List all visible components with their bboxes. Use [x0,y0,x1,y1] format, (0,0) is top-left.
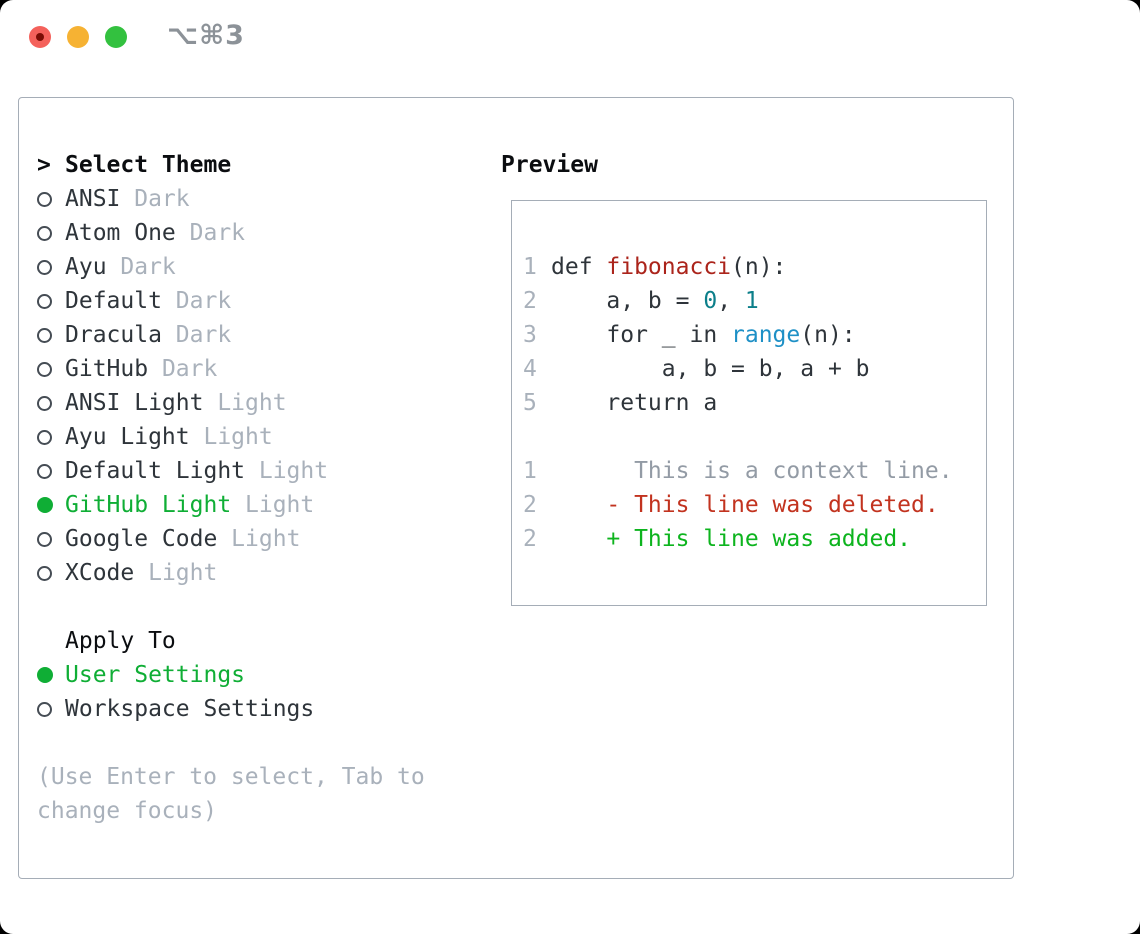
select-theme-header: > Select Theme [37,148,497,182]
preview-code-line [523,420,953,454]
preview-code-line: 3 for _ in range(n): [523,318,953,352]
preview-code-line: 2 a, b = 0, 1 [523,284,953,318]
theme-option[interactable]: Dracula Dark [37,318,497,352]
option-label: Ayu [65,254,107,280]
line-number: 1 [523,254,537,280]
line-number [523,420,551,454]
theme-option[interactable]: Ayu Light Light [37,420,497,454]
option-label: XCode [65,560,135,586]
theme-option[interactable]: ANSI Light Light [37,386,497,420]
theme-option[interactable]: Google Code Light [37,522,497,556]
theme-variant-tag: Dark [175,220,246,246]
close-button-dot-icon [36,33,44,41]
spacer-row [37,590,497,624]
select-theme-title: Select Theme [65,152,232,178]
theme-option[interactable]: Default Light Light [37,454,497,488]
radio-unselected-icon [37,463,52,479]
theme-variant-tag: Dark [161,288,232,314]
radio-unselected-icon [37,327,52,343]
line-number: 1 [523,458,537,484]
zoom-button[interactable] [105,26,127,48]
option-label: Default Light [65,458,246,484]
theme-option[interactable]: XCode Light [37,556,497,590]
option-label: ANSI Light [65,390,204,416]
radio-unselected-icon [37,225,52,241]
theme-variant-tag: Dark [120,186,190,212]
theme-variant-tag: Light [189,424,273,450]
radio-unselected-icon [37,361,52,377]
theme-variant-tag: Light [245,458,329,484]
help-text-line: change focus) [37,798,218,824]
radio-selected-icon [37,667,53,683]
line-number: 3 [523,322,537,348]
line-number: 2 [523,526,537,552]
option-label: ANSI [65,186,121,212]
theme-option[interactable]: ANSI Dark [37,182,497,216]
line-number: 4 [523,356,537,382]
theme-variant-tag: Light [134,560,218,586]
line-number: 2 [523,288,537,314]
radio-unselected-icon [37,701,52,717]
radio-selected-icon [37,497,53,513]
radio-unselected-icon [37,429,52,445]
radio-unselected-icon [37,531,52,547]
theme-option[interactable]: Ayu Dark [37,250,497,284]
keyboard-shortcut-hint: ⌥⌘3 [167,20,245,51]
close-button[interactable] [29,26,51,48]
help-text-line: (Use Enter to select, Tab to [37,764,425,790]
preview-code-line: 2 + This line was added. [523,522,953,556]
theme-option[interactable]: GitHub Light Light [37,488,497,522]
theme-variant-tag: Light [203,390,287,416]
theme-option[interactable]: Atom One Dark [37,216,497,250]
radio-unselected-icon [37,395,52,411]
preview-code-line: 2 - This line was deleted. [523,488,953,522]
theme-variant-tag: Dark [148,356,218,382]
theme-option[interactable]: GitHub Dark [37,352,497,386]
line-number: 5 [523,390,537,416]
radio-unselected-icon [37,191,52,207]
option-label: Google Code [65,526,218,552]
radio-unselected-icon [37,565,52,581]
option-label: GitHub [65,356,149,382]
apply-to-option[interactable]: User Settings [37,658,497,692]
minimize-button[interactable] [67,26,89,48]
apply-to-header: Apply To [37,624,497,658]
radio-unselected-icon [37,259,52,275]
option-label: User Settings [65,662,246,688]
option-label: Dracula [65,322,162,348]
preview-code-line: 1 This is a context line. [523,454,953,488]
theme-variant-tag: Dark [161,322,232,348]
option-label: Ayu Light [65,424,190,450]
option-label: Workspace Settings [65,696,315,722]
cursor-marker: > [37,152,51,178]
radio-unselected-icon [37,293,52,309]
theme-variant-tag: Light [231,492,315,518]
option-label: GitHub Light [65,492,232,518]
apply-to-title: Apply To [65,628,176,654]
spacer-row [37,726,497,760]
theme-option[interactable]: Default Dark [37,284,497,318]
help-text: (Use Enter to select, Tab to change focus… [37,760,497,828]
theme-variant-tag: Light [217,526,301,552]
option-label: Atom One [65,220,176,246]
apply-to-option[interactable]: Workspace Settings [37,692,497,726]
preview-code-line: 4 a, b = b, a + b [523,352,953,386]
preview-code-line: 5 return a [523,386,953,420]
preview-title: Preview [501,152,598,178]
option-label: Default [65,288,162,314]
theme-variant-tag: Dark [106,254,176,280]
line-number: 2 [523,492,537,518]
